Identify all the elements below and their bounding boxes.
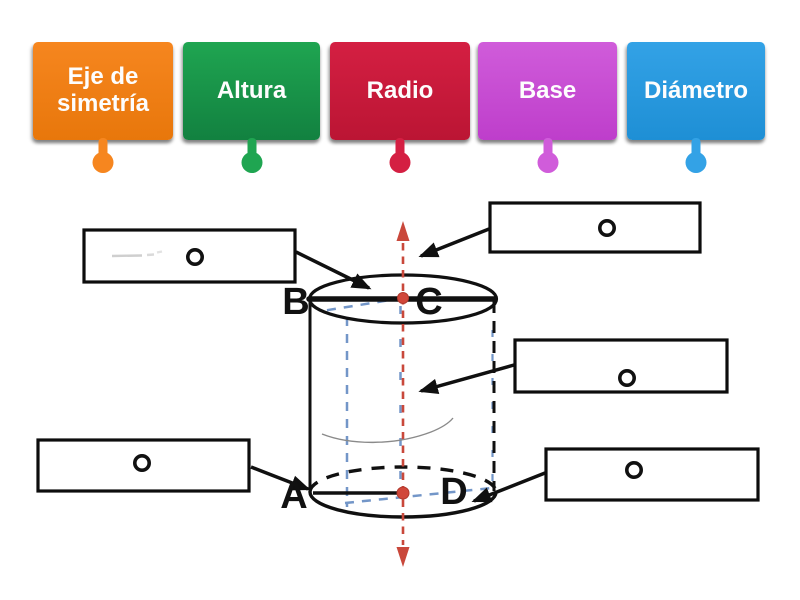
tag-stem [691, 138, 701, 160]
arrow-to-point-a [250, 465, 311, 491]
tag-stem [395, 138, 405, 160]
answer-hole-top-left[interactable] [186, 248, 205, 267]
word-tag-eje-de-simetria[interactable]: Eje de simetría [33, 42, 173, 173]
word-tag-label: Base [478, 42, 617, 140]
tag-pin-dot [241, 152, 262, 173]
tag-pin-dot [685, 152, 707, 173]
word-tag-base[interactable]: Base [478, 42, 617, 173]
answer-hole-bottom-left[interactable] [133, 453, 152, 472]
arrow-to-top-surface [295, 250, 372, 290]
arrow-to-axis-middle [418, 363, 515, 395]
symmetry-axis [396, 221, 410, 567]
vertex-label-d: D [440, 471, 467, 513]
word-tag-label: Altura [183, 42, 320, 140]
tag-pin-dot [389, 152, 411, 173]
cylinder-bottom-back-arc [308, 465, 498, 493]
top-center-dot [397, 292, 409, 304]
answer-hole-bottom-right[interactable] [624, 460, 643, 479]
vertex-label-c: C [415, 281, 442, 323]
tag-pin-dot [92, 152, 114, 173]
answer-hole-middle-right[interactable] [617, 368, 636, 387]
word-tag-label: Eje de simetría [33, 42, 173, 140]
tag-stem [98, 138, 108, 160]
answer-hole-top-right[interactable] [597, 219, 616, 238]
arrow-to-axis-top [418, 227, 490, 258]
axis-arrowhead-down [396, 547, 410, 567]
blue-guide-lines [321, 296, 494, 507]
erased-text-smudge [111, 250, 163, 258]
vertex-label-b: B [282, 281, 309, 323]
word-tag-altura[interactable]: Altura [183, 42, 320, 173]
bottom-center-dot [396, 486, 410, 500]
word-tag-diametro[interactable]: Diámetro [627, 42, 765, 173]
word-tag-radio[interactable]: Radio [330, 42, 470, 173]
sketch-arc [321, 417, 454, 444]
axis-arrowhead-up [396, 221, 410, 241]
tag-stem [543, 138, 552, 160]
tag-stem [247, 138, 256, 160]
answer-box-top-right[interactable] [488, 201, 702, 254]
word-tag-label: Diámetro [627, 42, 765, 140]
arrow-to-base-edge [471, 471, 546, 503]
word-tag-label: Radio [330, 42, 470, 140]
answer-box-bottom-right[interactable] [544, 447, 760, 502]
tag-pin-dot [537, 152, 558, 173]
vertex-label-a: A [280, 475, 307, 517]
